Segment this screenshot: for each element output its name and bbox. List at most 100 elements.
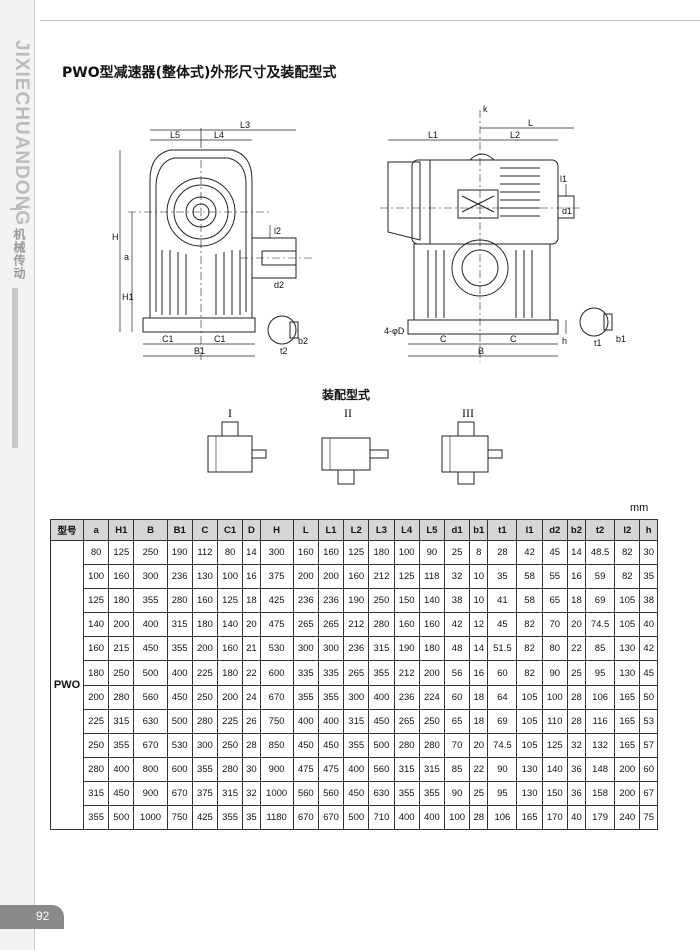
table-cell: 8 (469, 539, 489, 566)
table-cell: 215 (108, 636, 135, 662)
svg-text:4-φD: 4-φD (384, 326, 405, 336)
table-cell: 59 (584, 564, 616, 590)
svg-text:L1: L1 (428, 130, 438, 140)
table-cell: 165 (614, 708, 641, 734)
svg-text:H1: H1 (122, 292, 134, 302)
table-cell: 670 (317, 805, 345, 831)
table-cell: 28 (566, 684, 587, 710)
svg-text:a: a (124, 252, 129, 262)
table-cell: 160 (418, 612, 445, 638)
table-cell: 280 (216, 756, 244, 782)
page-number-tab (0, 905, 64, 929)
table-cell: 51.5 (487, 636, 518, 662)
table-cell: 355 (166, 636, 193, 662)
table-cell: 200 (614, 780, 641, 807)
table-cell: 280 (368, 612, 395, 638)
table-cell: 110 (541, 708, 568, 734)
table-cell: 355 (191, 756, 219, 782)
table-header-cell: d1 (443, 519, 471, 541)
table-cell: 82 (516, 636, 543, 662)
table-cell: 450 (368, 708, 395, 734)
table-cell: 475 (292, 756, 319, 782)
table-cell: 335 (317, 660, 345, 686)
table-cell: 265 (317, 612, 345, 638)
table-cell: 1180 (259, 805, 294, 831)
table-cell: 190 (166, 539, 193, 566)
table-header-cell: d2 (541, 519, 568, 541)
table-cell: 45 (487, 612, 518, 638)
table-cell: 180 (191, 612, 219, 638)
table-cell: 42 (639, 636, 658, 662)
table-cell: 300 (317, 636, 345, 662)
table-cell: 38 (639, 588, 658, 614)
table-cell: 67 (639, 780, 658, 807)
table-cell: 140 (216, 612, 244, 638)
table-cell: 425 (191, 805, 219, 831)
table-cell: 32 (566, 732, 587, 758)
table-cell: 355 (292, 684, 319, 710)
assembly-type-2-label: II (344, 406, 352, 420)
table-cell: 200 (317, 564, 345, 590)
table-cell: 106 (584, 684, 616, 710)
table-cell: 105 (614, 612, 641, 638)
table-cell: 90 (418, 539, 445, 566)
table-cell: 160 (108, 564, 135, 590)
table-cell: 65 (541, 588, 568, 614)
table-cell: 105 (516, 732, 543, 758)
table-cell: 80 (541, 636, 568, 662)
table-cell: 90 (487, 756, 518, 782)
table-cell: 56 (443, 660, 471, 686)
svg-text:L3: L3 (240, 120, 250, 130)
table-cell: 1000 (133, 805, 168, 831)
table-header-cell: t1 (487, 519, 518, 541)
table-cell: 355 (317, 684, 345, 710)
table-cell: 236 (166, 564, 193, 590)
svg-text:C: C (510, 334, 517, 344)
table-cell: 750 (166, 805, 193, 831)
table-cell: 160 (292, 539, 319, 566)
table-cell: 400 (368, 684, 395, 710)
table-cell: 300 (343, 684, 370, 710)
table-cell: 53 (639, 708, 658, 734)
table-cell: 530 (259, 636, 294, 662)
table-cell: 355 (82, 805, 110, 831)
table-cell: 475 (259, 612, 294, 638)
table-cell: 42 (516, 539, 543, 566)
table-header-cell: l1 (516, 519, 543, 541)
table-cell: 30 (242, 756, 261, 782)
table-cell: 60 (487, 660, 518, 686)
table-cell: 200 (614, 756, 641, 782)
table-cell: 200 (418, 660, 445, 686)
table-cell: 236 (292, 588, 319, 614)
svg-text:L5: L5 (170, 130, 180, 140)
table-cell: 60 (639, 756, 658, 782)
table-cell: 250 (82, 732, 110, 758)
table-cell: 18 (566, 588, 587, 614)
table-cell: 560 (292, 780, 319, 807)
table-cell: 450 (166, 684, 193, 710)
page-title: PWO型减速器(整体式)外形尺寸及装配型式 (62, 65, 337, 81)
table-cell: 250 (133, 539, 168, 566)
svg-text:H: H (112, 232, 119, 242)
table-cell: 850 (259, 732, 294, 758)
table-cell: 236 (343, 636, 370, 662)
table-cell: 82 (516, 660, 543, 686)
table-cell: 224 (418, 684, 445, 710)
table-cell: 190 (393, 636, 420, 662)
table-cell: 190 (343, 588, 370, 614)
assembly-type-3-label: III (462, 406, 474, 420)
table-header-cell: L3 (368, 519, 395, 541)
table-cell: 116 (584, 708, 616, 734)
table-cell: 200 (108, 612, 135, 638)
table-cell: 315 (108, 708, 135, 734)
svg-text:C1: C1 (214, 334, 226, 344)
table-cell: 180 (82, 660, 110, 686)
table-cell: 160 (343, 564, 370, 590)
table-cell: 25 (469, 780, 489, 807)
svg-text:h: h (562, 336, 567, 346)
table-cell: 265 (393, 708, 420, 734)
